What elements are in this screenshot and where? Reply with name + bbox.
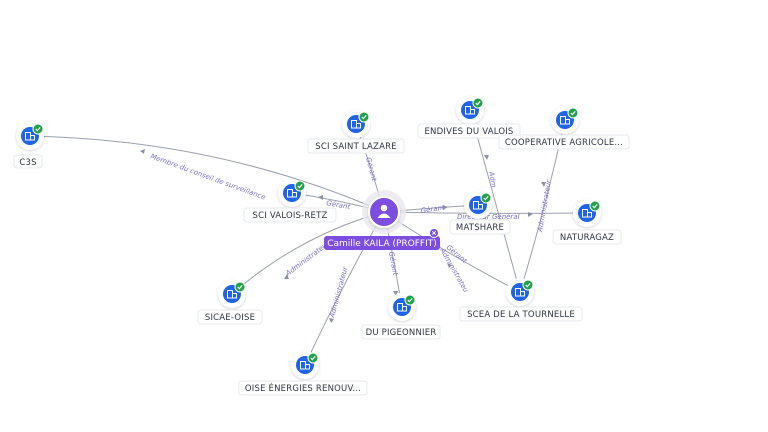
node-label-bg <box>361 324 441 340</box>
node-cooperative-agricole[interactable]: COOPERATIVE AGRICOLE... <box>498 106 630 150</box>
check-glyph <box>592 204 598 209</box>
node-c3s[interactable]: C3S <box>13 122 44 169</box>
check-icon <box>472 97 484 109</box>
building-icon <box>582 209 592 218</box>
edge-c3s <box>29 135 385 213</box>
building-icon <box>465 106 475 115</box>
check-icon <box>522 279 534 291</box>
check-icon <box>358 111 370 123</box>
check-glyph <box>570 111 576 116</box>
edge-labels: Membre du conseil de surveillance Gérant… <box>149 152 553 319</box>
person-icon <box>377 204 391 218</box>
node-label-bg <box>238 380 368 396</box>
node-du-pigeonnier[interactable]: DU PIGEONNIER <box>361 293 441 340</box>
node-label: COOPERATIVE AGRICOLE... <box>505 138 623 148</box>
building-icon <box>287 189 297 198</box>
building-icon <box>351 120 361 129</box>
node-label-bg <box>552 229 622 245</box>
check-icon <box>589 200 601 212</box>
edge-label-cooperative: Administrateur <box>536 178 553 233</box>
arrow-matshare <box>443 205 448 210</box>
node-label: SCI SAINT LAZARE <box>315 142 397 152</box>
node-label: ENDIVES DU VALOIS <box>424 127 513 137</box>
check-glyph <box>35 127 41 132</box>
check-icon <box>567 107 579 119</box>
arrow-natura <box>528 212 533 217</box>
node-label-bg <box>498 134 630 150</box>
node-label: MATSHARE <box>456 223 504 233</box>
node-endives-du-valois[interactable]: ENDIVES DU VALOIS <box>417 96 521 139</box>
arrow-pigeon <box>393 291 398 296</box>
node-scea-de-la-tournelle[interactable]: SCEA DE LA TOURNELLE <box>459 278 583 322</box>
node-sicae-oise[interactable]: SICAE-OISE <box>197 280 263 325</box>
edge-oise-energies <box>304 211 385 366</box>
center-label: Camille KAILA (PROFFIT) <box>327 239 437 249</box>
check-icon <box>294 180 306 192</box>
node-label-bg <box>13 154 43 169</box>
edge-label-oise-energies: Administrateur <box>328 265 350 320</box>
arrow-c3s <box>140 149 145 154</box>
check-icon <box>480 192 492 204</box>
edge-arrows <box>140 149 546 323</box>
node-label: NATURAGAZ <box>560 233 614 243</box>
check-glyph <box>361 115 367 120</box>
check-glyph <box>237 285 243 290</box>
node-label: C3S <box>19 158 36 168</box>
node-sci-valois-retz[interactable]: SCI VALOIS-RETZ <box>243 179 337 223</box>
check-glyph <box>525 283 531 288</box>
building-icon <box>25 132 35 141</box>
center-node[interactable]: Camille KAILA (PROFFIT) <box>324 190 440 250</box>
building-icon <box>515 288 525 297</box>
edge-label-du-pigeonnier: Gérant <box>387 251 399 276</box>
node-sci-saint-lazare[interactable]: SCI SAINT LAZARE <box>307 110 405 154</box>
check-glyph <box>407 298 413 303</box>
edge-label-endives: Adm <box>487 170 498 188</box>
building-icon <box>397 303 407 312</box>
check-icon <box>234 281 246 293</box>
node-label-bg <box>417 123 521 139</box>
node-label: SCI VALOIS-RETZ <box>252 211 327 221</box>
check-icon <box>32 123 44 135</box>
center-label-bg <box>324 236 440 250</box>
arrow-endives <box>484 155 489 160</box>
close-icon-glyph <box>431 230 437 236</box>
node-matshare[interactable]: MATSHARE <box>449 191 511 235</box>
arrow-coop <box>541 182 546 187</box>
arrow-sicae <box>284 274 289 279</box>
arrow-scea <box>447 263 452 268</box>
edge-label-sci-saint-lazare: Gérant <box>364 156 378 182</box>
node-label-bg <box>197 309 263 325</box>
check-glyph <box>475 101 481 106</box>
nodes-layer: C3S SCI SAINT LAZARE ENDIVES DU VALOIS <box>13 96 630 396</box>
arrow-oise <box>329 318 334 323</box>
person-icon-bg <box>368 196 400 228</box>
node-label-bg <box>307 138 405 154</box>
building-icon <box>473 201 483 210</box>
node-label-bg <box>449 219 511 235</box>
node-label: SCEA DE LA TOURNELLE <box>467 310 575 320</box>
check-glyph <box>483 196 489 201</box>
node-label-bg <box>243 207 337 223</box>
building-icon <box>560 116 570 125</box>
node-naturagaz[interactable]: NATURAGAZ <box>552 199 622 245</box>
edge-label-matshare: Gérant <box>420 204 445 215</box>
edge-label-c3s: Membre du conseil de surveillance <box>149 152 266 201</box>
check-icon <box>307 352 319 364</box>
node-label-bg <box>459 306 583 322</box>
building-icon <box>300 361 310 370</box>
check-glyph <box>297 184 303 189</box>
check-icon <box>404 294 416 306</box>
node-label: OISE ÉNERGIES RENOUV... <box>245 382 361 394</box>
edge-label-naturagaz: Directeur Général <box>457 213 520 221</box>
node-label: SICAE-OISE <box>205 313 255 323</box>
check-glyph <box>310 356 316 361</box>
node-oise-energies[interactable]: OISE ÉNERGIES RENOUV... <box>238 351 368 396</box>
node-label: DU PIGEONNIER <box>366 328 437 338</box>
building-icon <box>227 290 237 299</box>
arrow-retz <box>318 195 323 200</box>
